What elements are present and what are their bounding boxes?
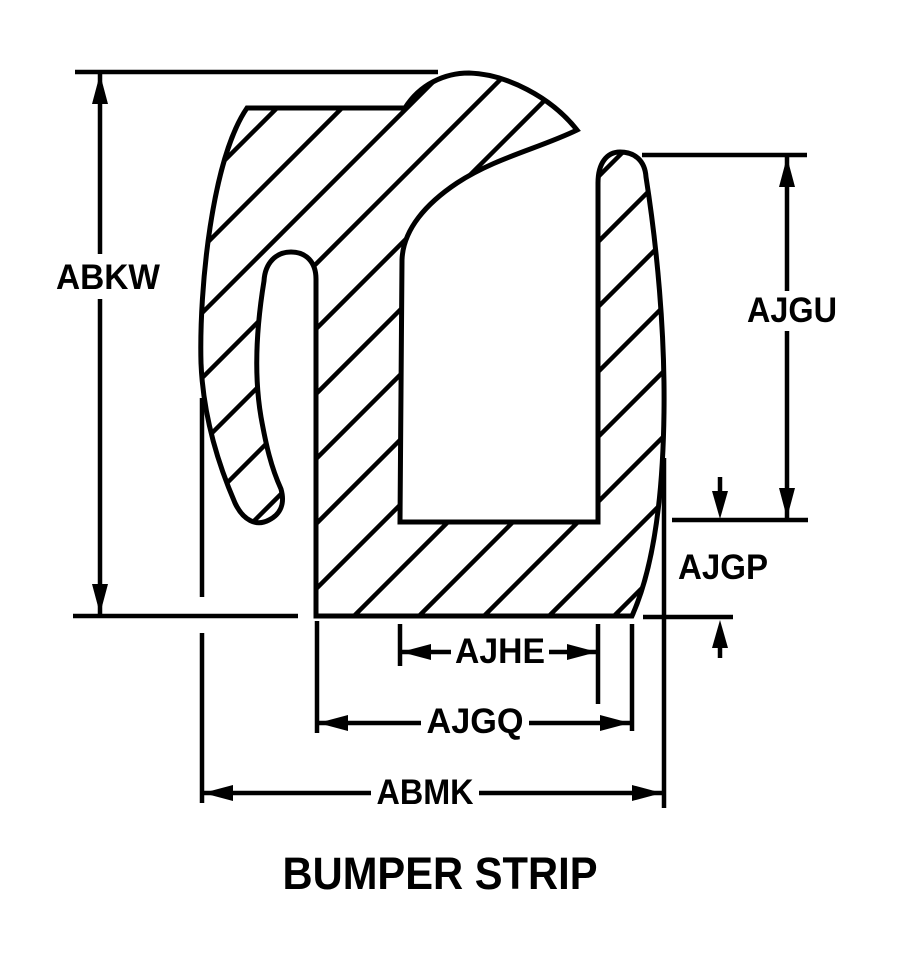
arrowhead-up-icon	[712, 620, 728, 648]
hatch-line	[200, 73, 422, 616]
hatch-line	[438, 73, 665, 616]
arrowhead-left-icon	[203, 785, 233, 801]
dim-label-abkw: ABKW	[56, 258, 160, 297]
hatch-line	[503, 73, 665, 616]
arrowhead-left-icon	[318, 715, 348, 731]
arrowhead-down-icon	[92, 584, 108, 614]
dim-label-ajhe: AJHE	[455, 632, 545, 671]
arrowhead-down-icon	[712, 491, 728, 519]
hatch-line	[200, 73, 552, 616]
hatch-line	[200, 73, 487, 616]
dim-label-ajgu: AJGU	[747, 291, 837, 330]
arrowhead-right-icon	[600, 715, 630, 731]
arrowhead-left-icon	[401, 644, 431, 660]
arrowhead-right-icon	[567, 644, 597, 660]
dimension-abmk	[199, 398, 667, 808]
hatch-line	[200, 73, 357, 616]
dim-label-ajgq: AJGQ	[427, 702, 524, 741]
hatch-line	[373, 73, 665, 616]
profile-outline	[198, 70, 667, 619]
dimension-abkw	[73, 69, 438, 619]
arrowhead-right-icon	[632, 785, 662, 801]
drawing-title: BUMPER STRIP	[283, 848, 598, 899]
hatch-line	[308, 73, 665, 616]
arrowhead-down-icon	[779, 488, 795, 518]
arrowhead-up-icon	[92, 74, 108, 104]
dim-label-abmk: ABMK	[377, 773, 474, 812]
dim-label-ajgp: AJGP	[678, 548, 768, 587]
dimension-ajgu	[642, 152, 808, 523]
arrowhead-up-icon	[779, 157, 795, 187]
